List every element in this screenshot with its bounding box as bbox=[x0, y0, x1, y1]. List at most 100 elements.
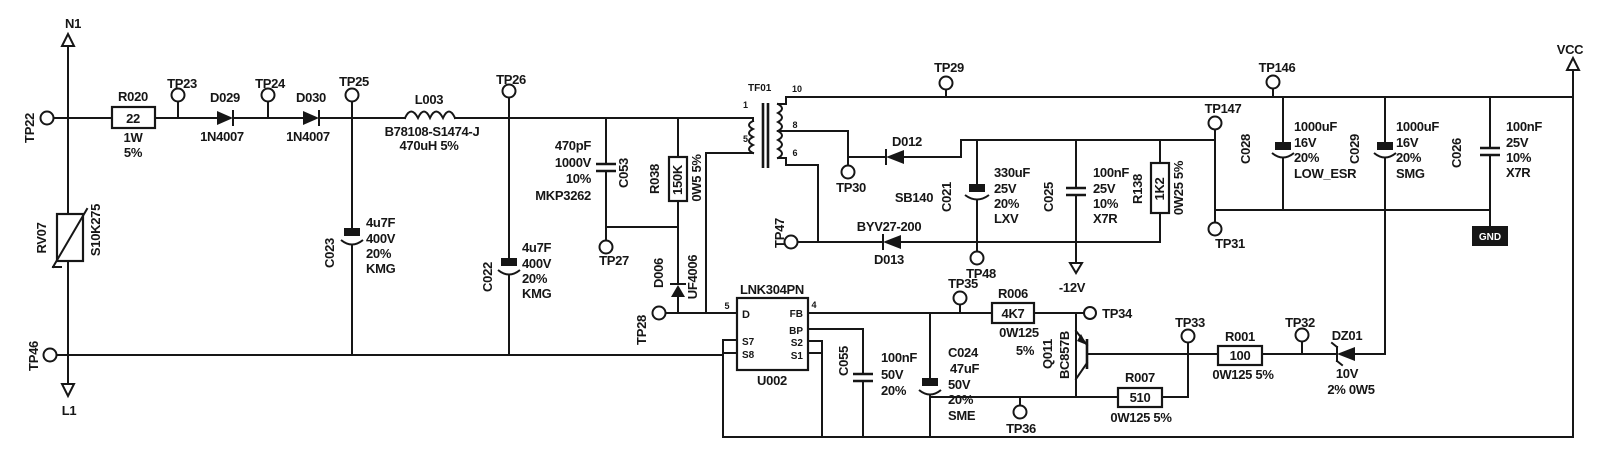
terminal-l1-label: L1 bbox=[62, 403, 77, 418]
testpoint-tp25 bbox=[344, 87, 360, 103]
c021-ref: C021 bbox=[939, 182, 954, 212]
d029-ref: D029 bbox=[210, 90, 240, 105]
u002-part: LNK304PN bbox=[740, 282, 804, 297]
transformer-tf01: TF01 10 1 5 8 6 bbox=[743, 83, 802, 168]
c024-v2: 20% bbox=[948, 392, 974, 407]
cap-curved-plate bbox=[497, 269, 521, 276]
capacitor-c025: C025 100nF 25V 10% X7R bbox=[1041, 165, 1130, 226]
u002-ref: U002 bbox=[757, 373, 787, 388]
diode-d030: D030 1N4007 bbox=[286, 90, 330, 144]
u002-pin-d: D bbox=[742, 309, 750, 321]
resistor-body bbox=[1116, 386, 1164, 409]
c029-v3: SMG bbox=[1396, 166, 1425, 181]
testpoint-tp25-label: TP25 bbox=[339, 74, 369, 89]
inductor-coil bbox=[403, 110, 457, 121]
r038-value: 150K bbox=[670, 164, 685, 195]
r020-ref: R020 bbox=[118, 89, 148, 104]
u002-pin5-num: 5 bbox=[724, 301, 729, 311]
testpoint-tp48 bbox=[969, 250, 985, 266]
capacitor-c021: C021 330uF 25V 20% LXV bbox=[939, 165, 1031, 226]
cap-plate bbox=[344, 228, 360, 236]
u002-pin-s8: S8 bbox=[742, 350, 755, 361]
testpoint-tp30-label: TP30 bbox=[836, 180, 866, 195]
primary-coil bbox=[748, 119, 756, 155]
cap-plate bbox=[969, 184, 985, 192]
tf01-pin6: 6 bbox=[792, 148, 797, 158]
diode-symbol bbox=[303, 111, 319, 125]
diode-d012: D012 SB140 bbox=[885, 134, 933, 205]
zener-dz01: DZ01 10V 2% 0W5 bbox=[1327, 328, 1375, 397]
testpoint-tp146-label: TP146 bbox=[1259, 60, 1296, 75]
testpoint-tp23-label: TP23 bbox=[167, 76, 197, 91]
d030-ref: D030 bbox=[296, 90, 326, 105]
c026-v3: X7R bbox=[1506, 165, 1531, 180]
cap-curved-plate bbox=[964, 194, 990, 201]
u002-pin-bp: BP bbox=[789, 326, 803, 337]
testpoint-tp33 bbox=[1180, 328, 1196, 344]
testpoint-tp32 bbox=[1294, 327, 1310, 343]
resistor-body bbox=[1149, 161, 1171, 215]
testpoint-tp22 bbox=[39, 110, 55, 126]
diode-symbol bbox=[883, 235, 901, 249]
c025-v2: 10% bbox=[1093, 196, 1119, 211]
r001-ref: R001 bbox=[1225, 329, 1255, 344]
r038-ref: R038 bbox=[647, 164, 662, 194]
c029-v2: 20% bbox=[1396, 150, 1422, 165]
capacitor-c028: C028 1000uF 16V 20% LOW_ESR bbox=[1238, 119, 1357, 181]
c023-v3: KMG bbox=[366, 261, 396, 276]
dz01-v0: 10V bbox=[1336, 366, 1359, 381]
cap-plate bbox=[922, 378, 938, 386]
c029-v1: 16V bbox=[1396, 135, 1419, 150]
q011-ref: Q011 bbox=[1040, 339, 1055, 369]
c055-ref: C055 bbox=[836, 346, 851, 376]
c026-v1: 25V bbox=[1506, 135, 1529, 150]
c028-v0: 1000uF bbox=[1294, 119, 1337, 134]
c053-v1: 1000V bbox=[555, 155, 592, 170]
tf01-pin5: 5 bbox=[743, 134, 748, 144]
c025-ref: C025 bbox=[1041, 182, 1056, 212]
c023-v2: 20% bbox=[366, 246, 392, 261]
testpoint-tp36 bbox=[1012, 404, 1028, 420]
resistor-r001: R001 100 0W125 5% bbox=[1212, 329, 1274, 382]
testpoint-tp32-label: TP32 bbox=[1285, 315, 1315, 330]
diode-symbol bbox=[671, 285, 685, 297]
resistor-r006: R006 4K7 0W125 5% bbox=[990, 286, 1039, 358]
core-bars bbox=[761, 103, 770, 168]
terminal-l1: L1 bbox=[60, 383, 77, 418]
cap-plate bbox=[1377, 142, 1393, 150]
testpoint-tp23 bbox=[170, 87, 186, 103]
d030-value: 1N4007 bbox=[286, 129, 330, 144]
q011-value: BC857B bbox=[1057, 331, 1072, 379]
r138-ref: R138 bbox=[1130, 174, 1145, 204]
wires bbox=[52, 45, 1574, 438]
inductor-l003: L003 B78108-S1474-J 470uH 5% bbox=[385, 92, 480, 153]
c029-v0: 1000uF bbox=[1396, 119, 1439, 134]
c026-v0: 100nF bbox=[1506, 119, 1542, 134]
testpoint-tp27 bbox=[598, 239, 614, 255]
terminal-gnd: GND bbox=[1472, 226, 1508, 246]
c024-v0: 47uF bbox=[950, 361, 980, 376]
ic-u002: LNK304PN U002 D S7 S8 FB BP S2 S1 5 4 bbox=[724, 282, 816, 388]
down-arrow-icon bbox=[60, 383, 76, 399]
terminal-vcc: VCC bbox=[1557, 42, 1584, 71]
r006-ref: R006 bbox=[998, 286, 1028, 301]
capacitor-c053: C053 470pF 1000V 10% MKP3262 bbox=[535, 138, 631, 203]
testpoint-tp35 bbox=[952, 290, 968, 306]
capacitor-c023: C023 4u7F 400V 20% KMG bbox=[322, 215, 396, 276]
u002-pin-s1: S1 bbox=[791, 351, 804, 362]
c055-v0: 100nF bbox=[881, 350, 917, 365]
testpoint-tp29-label: TP29 bbox=[934, 60, 964, 75]
capacitor-c024: C024 47uF 50V 20% SME bbox=[918, 345, 980, 423]
cap-curved-plate bbox=[1373, 152, 1397, 159]
tf01-pin8: 8 bbox=[792, 120, 797, 130]
testpoints: TP22 TP23 TP24 TP25 TP26 TP27 TP28 TP29 … bbox=[22, 60, 1315, 436]
resistor-r038: R038 150K 0W5 5% bbox=[647, 154, 704, 203]
testpoint-tp31 bbox=[1207, 221, 1223, 237]
c028-ref: C028 bbox=[1238, 134, 1253, 164]
diode-d029: D029 1N4007 bbox=[200, 90, 244, 144]
c022-v1: 400V bbox=[522, 256, 552, 271]
terminal-neg12-label: -12V bbox=[1059, 280, 1086, 295]
testpoint-tp46 bbox=[42, 347, 58, 363]
c024-v1: 50V bbox=[948, 377, 971, 392]
